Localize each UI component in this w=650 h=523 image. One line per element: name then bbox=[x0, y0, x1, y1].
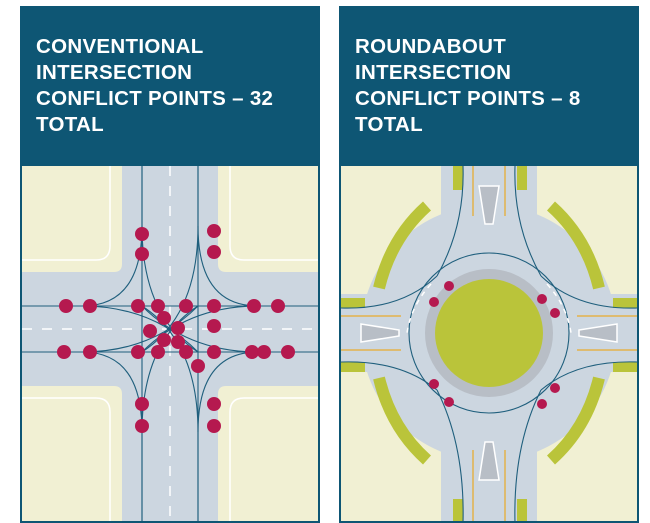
conflict-point bbox=[179, 299, 193, 313]
conflict-point bbox=[550, 308, 560, 318]
conflict-point bbox=[135, 227, 149, 241]
conflict-point bbox=[257, 345, 271, 359]
conflict-point bbox=[157, 311, 171, 325]
conventional-header: CONVENTIONAL INTERSECTION CONFLICT POINT… bbox=[22, 8, 318, 166]
yellow-lane-markings bbox=[341, 166, 637, 521]
roundabout-title: ROUNDABOUT INTERSECTION CONFLICT POINTS … bbox=[355, 35, 581, 136]
conflict-point bbox=[444, 281, 454, 291]
conventional-intersection-diagram bbox=[22, 166, 318, 521]
conflict-point bbox=[271, 299, 285, 313]
conventional-conflict-points bbox=[57, 224, 295, 433]
conflict-point bbox=[83, 345, 97, 359]
conflict-point bbox=[59, 299, 73, 313]
conflict-point bbox=[151, 299, 165, 313]
yield-lines bbox=[406, 283, 572, 334]
splitter-islands bbox=[360, 185, 618, 481]
conflict-point bbox=[537, 399, 547, 409]
approach-green-strips bbox=[341, 166, 637, 521]
conflict-point bbox=[135, 397, 149, 411]
conflict-point bbox=[550, 383, 560, 393]
conflict-point bbox=[281, 345, 295, 359]
conflict-point bbox=[207, 419, 221, 433]
conventional-title: CONVENTIONAL INTERSECTION CONFLICT POINT… bbox=[36, 35, 274, 136]
conflict-point bbox=[207, 397, 221, 411]
roundabout-intersection-diagram bbox=[341, 166, 637, 521]
conflict-point bbox=[151, 345, 165, 359]
conflict-point bbox=[171, 335, 185, 349]
conflict-point bbox=[429, 297, 439, 307]
conflict-point bbox=[247, 299, 261, 313]
conflict-point bbox=[143, 324, 157, 338]
conflict-point bbox=[83, 299, 97, 313]
roundabout-conflict-points bbox=[429, 281, 560, 409]
conflict-point bbox=[131, 299, 145, 313]
conventional-intersection-panel: CONVENTIONAL INTERSECTION CONFLICT POINT… bbox=[20, 6, 320, 523]
conflict-point bbox=[207, 345, 221, 359]
conflict-point bbox=[207, 299, 221, 313]
conflict-point bbox=[135, 419, 149, 433]
road-edge-lines bbox=[22, 166, 318, 521]
conflict-point bbox=[207, 319, 221, 333]
conflict-point bbox=[157, 333, 171, 347]
conflict-point bbox=[245, 345, 259, 359]
conflict-point bbox=[131, 345, 145, 359]
conflict-point bbox=[207, 224, 221, 238]
conflict-point bbox=[135, 247, 149, 261]
conflict-point bbox=[171, 321, 185, 335]
conflict-point bbox=[537, 294, 547, 304]
roundabout-intersection-panel: ROUNDABOUT INTERSECTION CONFLICT POINTS … bbox=[339, 6, 639, 523]
conflict-point bbox=[179, 345, 193, 359]
central-island bbox=[435, 279, 543, 387]
roundabout-header: ROUNDABOUT INTERSECTION CONFLICT POINTS … bbox=[341, 8, 637, 166]
conflict-point bbox=[429, 379, 439, 389]
conflict-point bbox=[191, 359, 205, 373]
conflict-point bbox=[57, 345, 71, 359]
conflict-point bbox=[207, 245, 221, 259]
conflict-point bbox=[444, 397, 454, 407]
roundabout-landscaping bbox=[373, 201, 605, 465]
